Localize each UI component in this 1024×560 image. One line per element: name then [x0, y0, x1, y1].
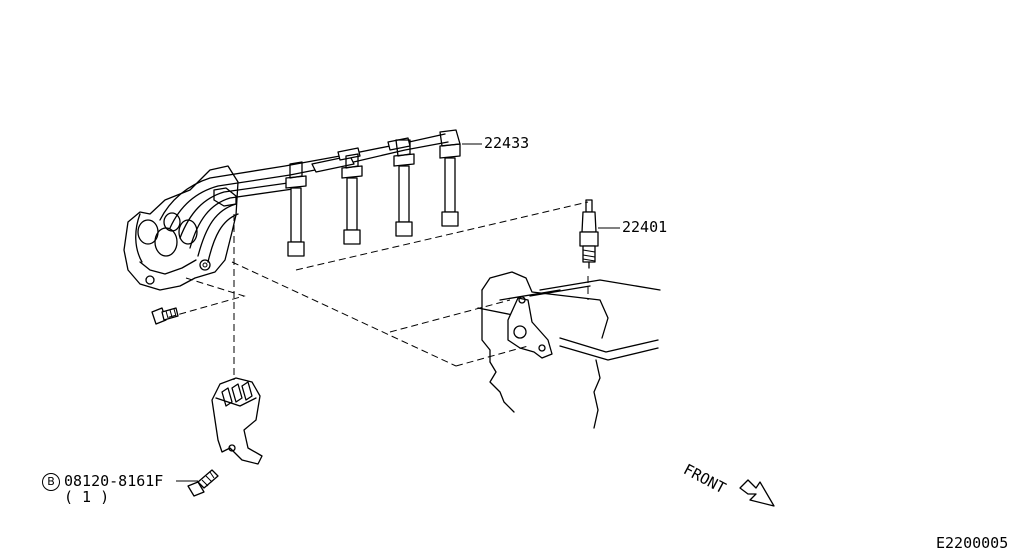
plug-boot-2: [341, 153, 363, 245]
high-tension-cables: [159, 133, 449, 263]
callout-22433: 22433: [484, 134, 530, 152]
mounting-bolt-left: [151, 307, 179, 325]
plug-boot-4: [439, 129, 461, 227]
plug-boot-3: [393, 139, 415, 237]
spark-plug: [579, 199, 599, 269]
alignment-lines: [165, 201, 589, 380]
bolt-marker-b: B: [42, 473, 60, 491]
callout-22401: 22401: [622, 218, 668, 236]
plug-boot-1: [285, 161, 307, 257]
plug-boots: [285, 129, 461, 257]
callout-bolt-qty: ( 1 ): [64, 488, 110, 506]
diagram-code: E2200005: [936, 534, 1009, 552]
distributor-assembly: [123, 165, 239, 291]
engine-head: [477, 271, 661, 429]
mounting-bracket: [211, 377, 263, 465]
callout-bolt-part: 08120-8161F: [64, 472, 164, 490]
mounting-bolt-lower: [187, 469, 219, 497]
front-arrow-icon: [739, 479, 775, 507]
